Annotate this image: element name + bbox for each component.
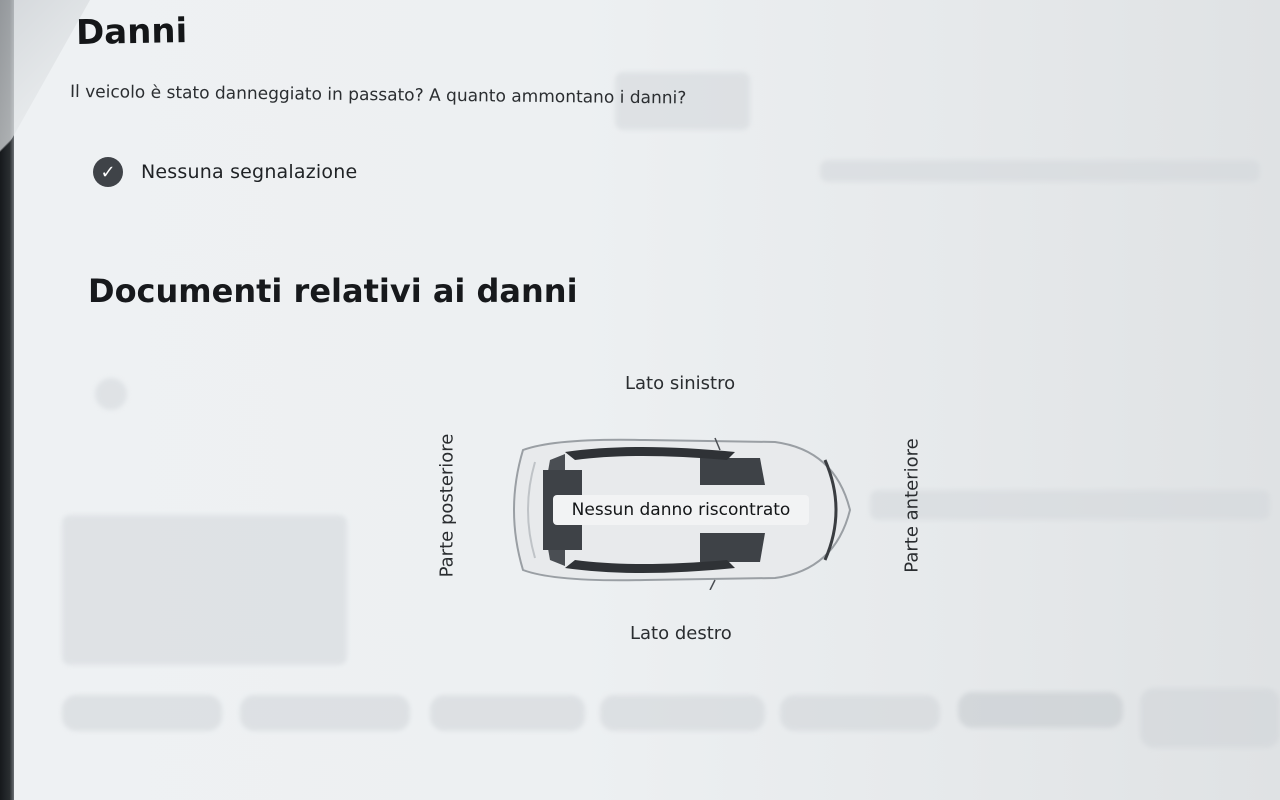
- damage-status: ✓ Nessuna segnalazione: [93, 157, 357, 187]
- status-label: Nessuna segnalazione: [141, 161, 358, 183]
- no-damage-label: Nessun danno riscontrato: [553, 495, 809, 525]
- label-rear: Parte posteriore: [436, 433, 458, 578]
- section-title-danni: Danni: [75, 11, 188, 53]
- background-edge: [0, 0, 14, 800]
- section-title-documents: Documenti relativi ai danni: [88, 272, 578, 310]
- check-circle-icon: ✓: [93, 157, 123, 187]
- label-left-side: Lato sinistro: [625, 373, 736, 394]
- label-front: Parte anteriore: [901, 438, 923, 573]
- damage-diagram: Lato sinistro Lato destro Parte posterio…: [430, 365, 940, 655]
- label-right-side: Lato destro: [630, 623, 732, 644]
- damage-question: Il veicolo è stato danneggiato in passat…: [69, 82, 687, 109]
